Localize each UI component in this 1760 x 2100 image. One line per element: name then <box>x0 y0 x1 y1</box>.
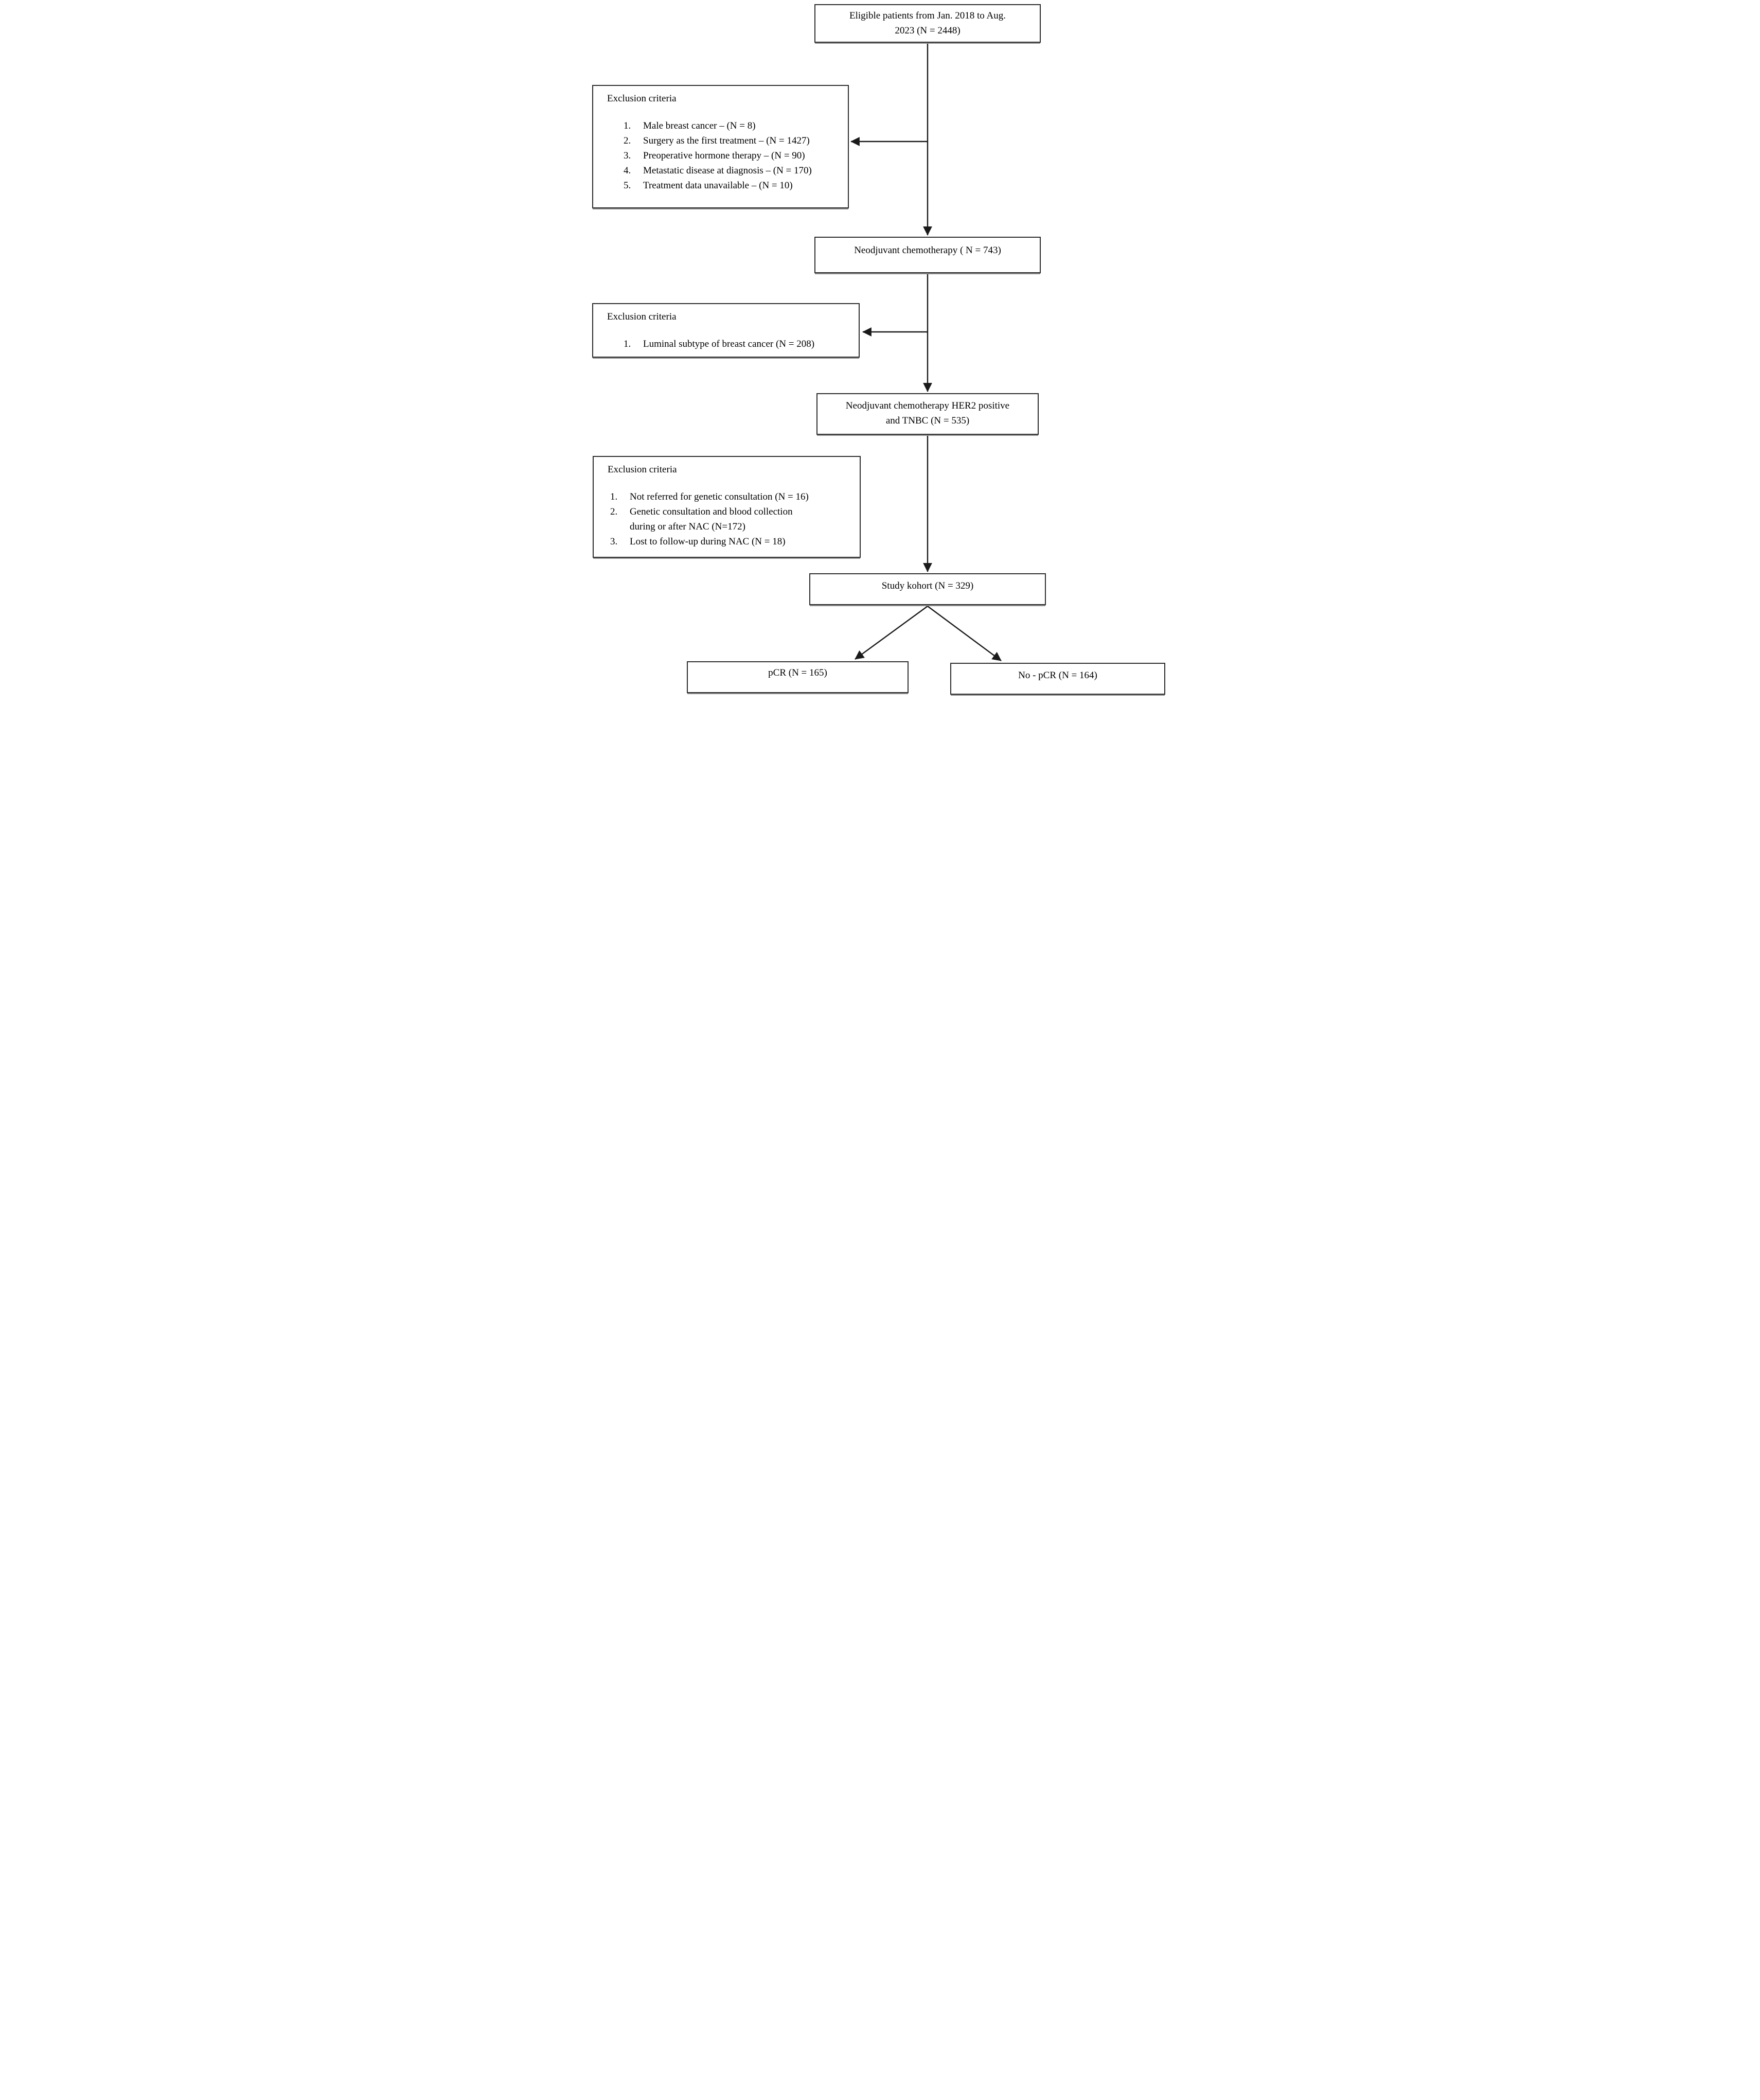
exclusion-item-number: 3. <box>624 150 631 161</box>
neoadjuvant-chemo-box: Neodjuvant chemotherapy ( N = 743) <box>814 237 1041 273</box>
exclusion-item-text-line1: Genetic consultation and blood collectio… <box>630 506 793 517</box>
exclusion-item-number: 1. <box>624 339 631 349</box>
exclusion-item: 5. Treatment data unavailable – (N = 10) <box>624 178 842 193</box>
exclusion-item-text: Not referred for genetic consultation (N… <box>630 491 809 502</box>
exclusion-list: 1. Not referred for genetic consultation… <box>610 489 854 549</box>
flow-diagram: Eligible patients from Jan. 2018 to Aug.… <box>586 0 1174 702</box>
exclusion-item-text: Treatment data unavailable – (N = 10) <box>643 180 793 191</box>
exclusion-item-number: 5. <box>624 180 631 191</box>
exclusion-list: 1. Male breast cancer – (N = 8) 2. Surge… <box>624 118 842 193</box>
exclusion-item-number: 1. <box>610 491 618 502</box>
exclusion-item: 3. Lost to follow-up during NAC (N = 18) <box>610 534 854 549</box>
pcr-box: pCR (N = 165) <box>687 661 909 693</box>
exclusion-heading: Exclusion criteria <box>607 93 677 104</box>
exclusion-item-text: Lost to follow-up during NAC (N = 18) <box>630 536 786 547</box>
exclusion-item-number: 1. <box>624 120 631 131</box>
study-cohort-label: Study kohort (N = 329) <box>881 580 974 591</box>
exclusion-item-number: 2. <box>610 506 618 517</box>
exclusion-heading: Exclusion criteria <box>608 464 677 475</box>
exclusion-item-number: 2. <box>624 135 631 146</box>
her2-tnbc-box: Neodjuvant chemotherapy HER2 positive an… <box>816 393 1039 435</box>
exclusion-item: 4. Metastatic disease at diagnosis – (N … <box>624 163 842 178</box>
exclusion-item: 2. Surgery as the first treatment – (N =… <box>624 133 842 148</box>
exclusion-box-3: Exclusion criteria 1. Not referred for g… <box>593 456 861 558</box>
exclusion-item-text: Surgery as the first treatment – (N = 14… <box>643 135 810 146</box>
exclusion-heading: Exclusion criteria <box>607 311 677 322</box>
exclusion-item-text-line2: during or after NAC (N=172) <box>630 521 745 532</box>
exclusion-list: 1. Luminal subtype of breast cancer (N =… <box>624 337 852 351</box>
no-pcr-label: No - pCR (N = 164) <box>1018 670 1097 681</box>
exclusion-item: 2. Genetic consultation and blood collec… <box>610 504 854 534</box>
exclusion-item-text: Preoperative hormone therapy – (N = 90) <box>643 150 805 161</box>
exclusion-item-text: Luminal subtype of breast cancer (N = 20… <box>643 339 815 349</box>
exclusion-box-1: Exclusion criteria 1. Male breast cancer… <box>592 85 849 208</box>
arrow-study-to-pcr <box>855 606 928 660</box>
arrow-study-to-no-pcr <box>927 606 1002 661</box>
exclusion-item-number: 3. <box>610 536 618 547</box>
exclusion-box-2: Exclusion criteria 1. Luminal subtype of… <box>592 303 860 358</box>
her2-tnbc-label-line2: and TNBC (N = 535) <box>885 415 970 426</box>
exclusion-item-text: Metastatic disease at diagnosis – (N = 1… <box>643 165 812 176</box>
exclusion-item-text: Male breast cancer – (N = 8) <box>643 120 756 131</box>
pcr-label: pCR (N = 165) <box>768 667 827 678</box>
exclusion-item: 3. Preoperative hormone therapy – (N = 9… <box>624 148 842 163</box>
eligible-patients-box: Eligible patients from Jan. 2018 to Aug.… <box>814 4 1041 43</box>
neoadjuvant-chemo-label: Neodjuvant chemotherapy ( N = 743) <box>854 245 1001 256</box>
eligible-patients-label-line2: 2023 (N = 2448) <box>895 25 961 36</box>
her2-tnbc-label-line1: Neodjuvant chemotherapy HER2 positive <box>845 400 1010 411</box>
eligible-patients-label-line1: Eligible patients from Jan. 2018 to Aug. <box>849 10 1006 21</box>
exclusion-item-text: Genetic consultation and blood collectio… <box>630 504 854 534</box>
exclusion-item-number: 4. <box>624 165 631 176</box>
exclusion-item: 1. Luminal subtype of breast cancer (N =… <box>624 337 852 351</box>
no-pcr-box: No - pCR (N = 164) <box>950 663 1165 695</box>
exclusion-item: 1. Not referred for genetic consultation… <box>610 489 854 504</box>
study-cohort-box: Study kohort (N = 329) <box>809 573 1046 605</box>
exclusion-item: 1. Male breast cancer – (N = 8) <box>624 118 842 133</box>
